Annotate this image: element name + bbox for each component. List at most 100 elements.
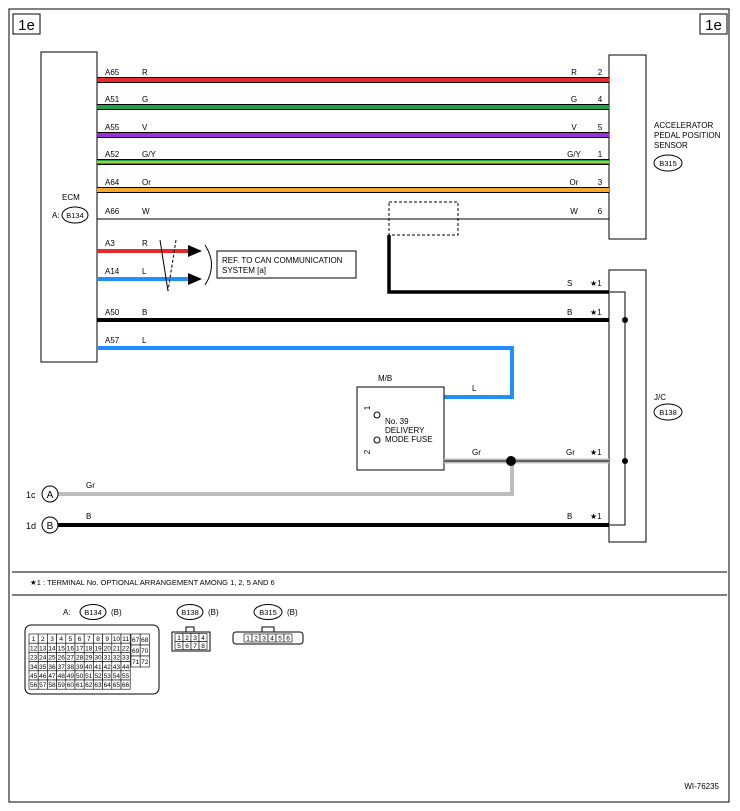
conn-1c-code: Gr — [86, 481, 95, 490]
conn-1c-circle — [41, 485, 59, 503]
a57-wire-code: L — [142, 336, 147, 345]
b134-pin-number: 31 — [104, 655, 112, 662]
b134-pin-number: 32 — [113, 655, 121, 662]
page-code-box-right — [699, 13, 728, 35]
b134-pin-number: 55 — [122, 673, 130, 680]
b134-pin-number: 40 — [85, 664, 93, 671]
b134-side-pin-number: 72 — [141, 659, 149, 666]
b134-pin-number: 22 — [122, 645, 130, 652]
b315-pin-number: 1 — [246, 636, 250, 643]
b134-pin-number: 21 — [113, 645, 121, 652]
b134-pin-number: 42 — [104, 664, 112, 671]
b134-pin-number: 17 — [76, 645, 84, 652]
twist-line-dashed — [167, 239, 177, 292]
b134-prefix: A: — [63, 608, 71, 617]
b134-pin-number: 11 — [122, 636, 129, 643]
shield-wire-mark: ★1 — [590, 279, 602, 288]
b134-side-pin-number: 70 — [141, 648, 149, 655]
b134-pin-number: 29 — [85, 655, 93, 662]
ecm-label: ECM — [62, 193, 80, 202]
sensor-wire-end-code: W — [570, 207, 578, 216]
conn-1c-label: 1c — [26, 490, 36, 500]
b134-pin-number: 10 — [113, 636, 121, 643]
gr-wire-code-left: Gr — [472, 448, 481, 457]
b138-latch — [185, 626, 195, 633]
jc-bus — [610, 291, 626, 526]
b134-pin-number: 60 — [67, 682, 75, 689]
b138-pin-number: 8 — [201, 643, 205, 650]
b134-side-pin-number: 69 — [132, 648, 140, 655]
b134-pin-number: 1 — [32, 636, 36, 643]
b138-pin-cell — [198, 641, 208, 650]
sensor-label-2: PEDAL POSITION — [654, 131, 721, 140]
b134-pin-number: 50 — [76, 673, 84, 680]
b134-pin-number: 28 — [76, 655, 84, 662]
b134-pin-number: 25 — [48, 655, 56, 662]
sensor-wire-end-code: G — [571, 95, 577, 104]
b134-pin-number: 45 — [30, 673, 38, 680]
b134-pin-number: 59 — [58, 682, 66, 689]
b138-suffix: (B) — [208, 608, 219, 617]
ecm-connector: B134 — [66, 211, 84, 220]
b134-pin-number: 3 — [50, 636, 54, 643]
b134-pin-number: 34 — [30, 664, 38, 671]
b134-pin-number: 36 — [48, 664, 56, 671]
sensor-wire-end-pin: 1 — [598, 150, 603, 159]
sensor-wire-pin: A65 — [105, 68, 120, 77]
b315-pin-cell — [283, 633, 293, 643]
b134-pin-number: 66 — [122, 682, 130, 689]
b134-pin-number: 52 — [94, 673, 102, 680]
fuse-label-3: MODE FUSE — [385, 435, 433, 444]
ground-wire-end-code: B — [567, 308, 572, 317]
jc-connector: B138 — [659, 408, 677, 417]
conn-1c-letter: A — [47, 490, 54, 501]
b315-pin-number: 4 — [270, 636, 274, 643]
figure-id: WI-76235 — [684, 782, 719, 791]
ref-bracket — [204, 244, 212, 286]
ground-wire-pin: A50 — [105, 308, 120, 317]
ref-box — [216, 250, 357, 279]
conn-1d-label: 1d — [26, 521, 36, 531]
can-wire-red-code: R — [142, 239, 148, 248]
conn-1d-mark: ★1 — [590, 512, 602, 521]
sensor-box — [608, 54, 647, 240]
shield-wire — [387, 235, 609, 294]
sensor-wire-pin: A55 — [105, 123, 120, 132]
b134-pin-number: 5 — [69, 636, 73, 643]
b134-pin-number: 24 — [39, 655, 47, 662]
gr-wire-code-right: Gr — [566, 448, 575, 457]
b134-suffix: (B) — [111, 608, 122, 617]
gr-wire-mark: ★1 — [590, 448, 602, 457]
can-wire-red-pin: A3 — [105, 239, 115, 248]
mb-box — [356, 386, 445, 471]
sensor-wire-end-pin: 5 — [598, 123, 603, 132]
page-code-right: 1e — [705, 17, 722, 34]
b315-pin-number: 2 — [254, 636, 258, 643]
sensor-wire-code: G — [142, 95, 148, 104]
b134-side-pin-number: 68 — [141, 637, 149, 644]
b134-pin-number: 57 — [39, 682, 47, 689]
b138-pin-number: 3 — [193, 635, 197, 642]
a57-wire-end-code: L — [472, 384, 477, 393]
b134-side-pin-number: 67 — [132, 637, 140, 644]
ground-wire-code: B — [142, 308, 147, 317]
b134-pin-number: 44 — [122, 664, 130, 671]
sensor-wire-end-code: R — [571, 68, 577, 77]
b134-pin-number: 26 — [58, 655, 66, 662]
fuse-terminal-1 — [373, 411, 381, 419]
conn-1d-end-code: B — [567, 512, 572, 521]
jc-connector-oval — [653, 403, 683, 421]
gr-branch-wire — [58, 461, 514, 496]
can-arrow-red — [188, 245, 202, 257]
b315-pin-number: 3 — [262, 636, 266, 643]
gr-splice — [506, 456, 516, 466]
a57-wire-pin: A57 — [105, 336, 120, 345]
b134-pin-number: 12 — [30, 645, 38, 652]
can-arrow-blue — [188, 273, 202, 285]
ref-line-1: REF. TO CAN COMMUNICATION — [222, 256, 343, 265]
sensor-wire-code: R — [142, 68, 148, 77]
b134-oval — [79, 604, 107, 620]
b134-pin-number: 64 — [104, 682, 112, 689]
b134-pin-number: 14 — [48, 645, 56, 652]
